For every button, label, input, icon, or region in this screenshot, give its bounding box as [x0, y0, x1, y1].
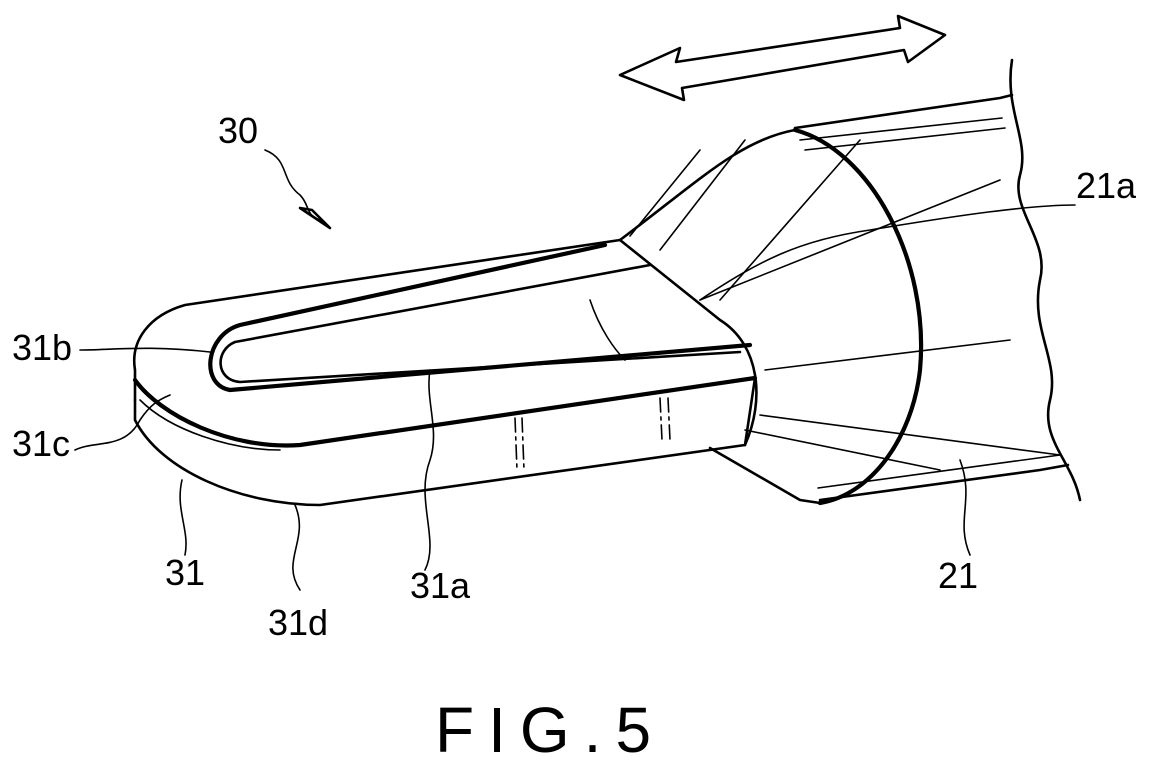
bidirectional-arrow-icon [620, 16, 945, 100]
leader-lines [75, 150, 1075, 590]
label-21: 21 [938, 555, 978, 596]
label-30: 30 [218, 110, 258, 151]
label-21a: 21a [1076, 165, 1137, 206]
label-31a: 31a [410, 565, 471, 606]
figure-caption: FIG.5 [435, 694, 665, 766]
holder-body-21 [795, 60, 1080, 500]
label-31: 31 [165, 552, 205, 593]
tongue-member-31 [134, 240, 756, 505]
label-31b: 31b [12, 327, 72, 368]
conical-flange-21a [620, 130, 1060, 503]
label-31d: 31d [268, 602, 328, 643]
label-31c: 31c [12, 423, 70, 464]
